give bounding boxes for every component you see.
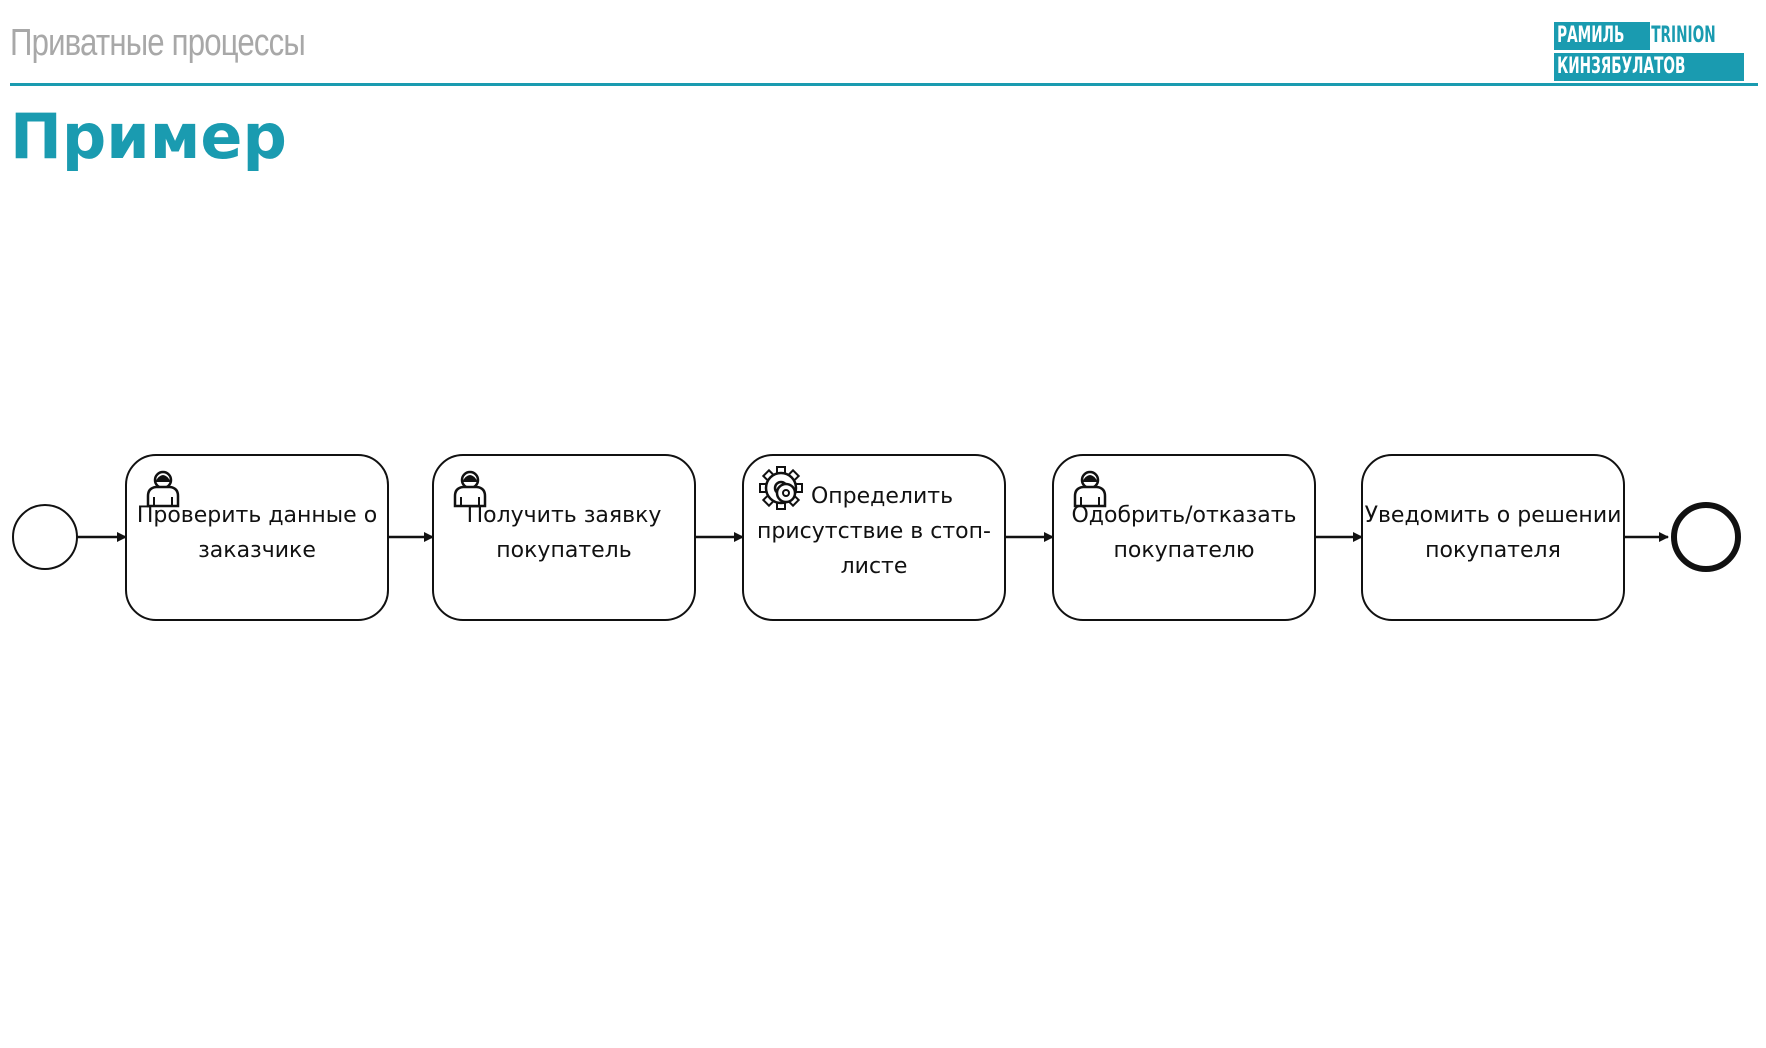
task-label-line: листе <box>841 554 908 579</box>
logo: РАМИЛЬ TRINION КИНЗЯБУЛАТОВ <box>1554 22 1744 84</box>
diagram-root: Проверить данные о заказчике Получить заяв… <box>12 454 1741 621</box>
task-label-line: покупатель <box>496 538 631 563</box>
task-label-line: заказчике <box>198 538 316 563</box>
gear-small-hub <box>782 489 790 497</box>
logo-line2: КИНЗЯБУЛАТОВ <box>1554 53 1744 81</box>
logo-brand: TRINION <box>1650 22 1744 50</box>
gear-icon <box>759 466 803 510</box>
task-box <box>742 454 1006 621</box>
task-5: Уведомить о решении покупателя <box>1361 454 1625 621</box>
task-1: Проверить данные о заказчике <box>125 454 389 621</box>
logo-line2-text: КИНЗЯБУЛАТОВ <box>1557 54 1686 79</box>
task-2: Получить заявку покупатель <box>432 454 696 621</box>
task-box <box>432 454 696 621</box>
task-label-line: Получить заявку <box>467 503 662 528</box>
task-box <box>125 454 389 621</box>
task-label-line: покупателя <box>1425 538 1561 563</box>
task-label-line: покупателю <box>1114 538 1255 563</box>
task-label-line: Проверить данные о <box>137 503 377 528</box>
end-event <box>1671 502 1741 572</box>
task-4: Одобрить/отказать покупателю <box>1052 454 1316 621</box>
header-divider <box>10 83 1758 86</box>
logo-brand-text: TRINION <box>1651 23 1716 48</box>
task-label-line: Одобрить/отказать <box>1071 503 1296 528</box>
task-box <box>1052 454 1316 621</box>
task-box <box>1361 454 1625 621</box>
start-event <box>12 504 78 570</box>
section-title: Приватные процессы <box>10 22 306 64</box>
task-label-line: Определить <box>811 484 953 509</box>
page-title: Пример <box>10 100 287 173</box>
task-label-line: Уведомить о решении <box>1365 503 1622 528</box>
task-label-line: присутствие в стоп- <box>757 519 991 544</box>
task-3: Определить присутствие в стоп-листе <box>742 454 1006 621</box>
logo-line1-text: РАМИЛЬ <box>1557 23 1625 48</box>
